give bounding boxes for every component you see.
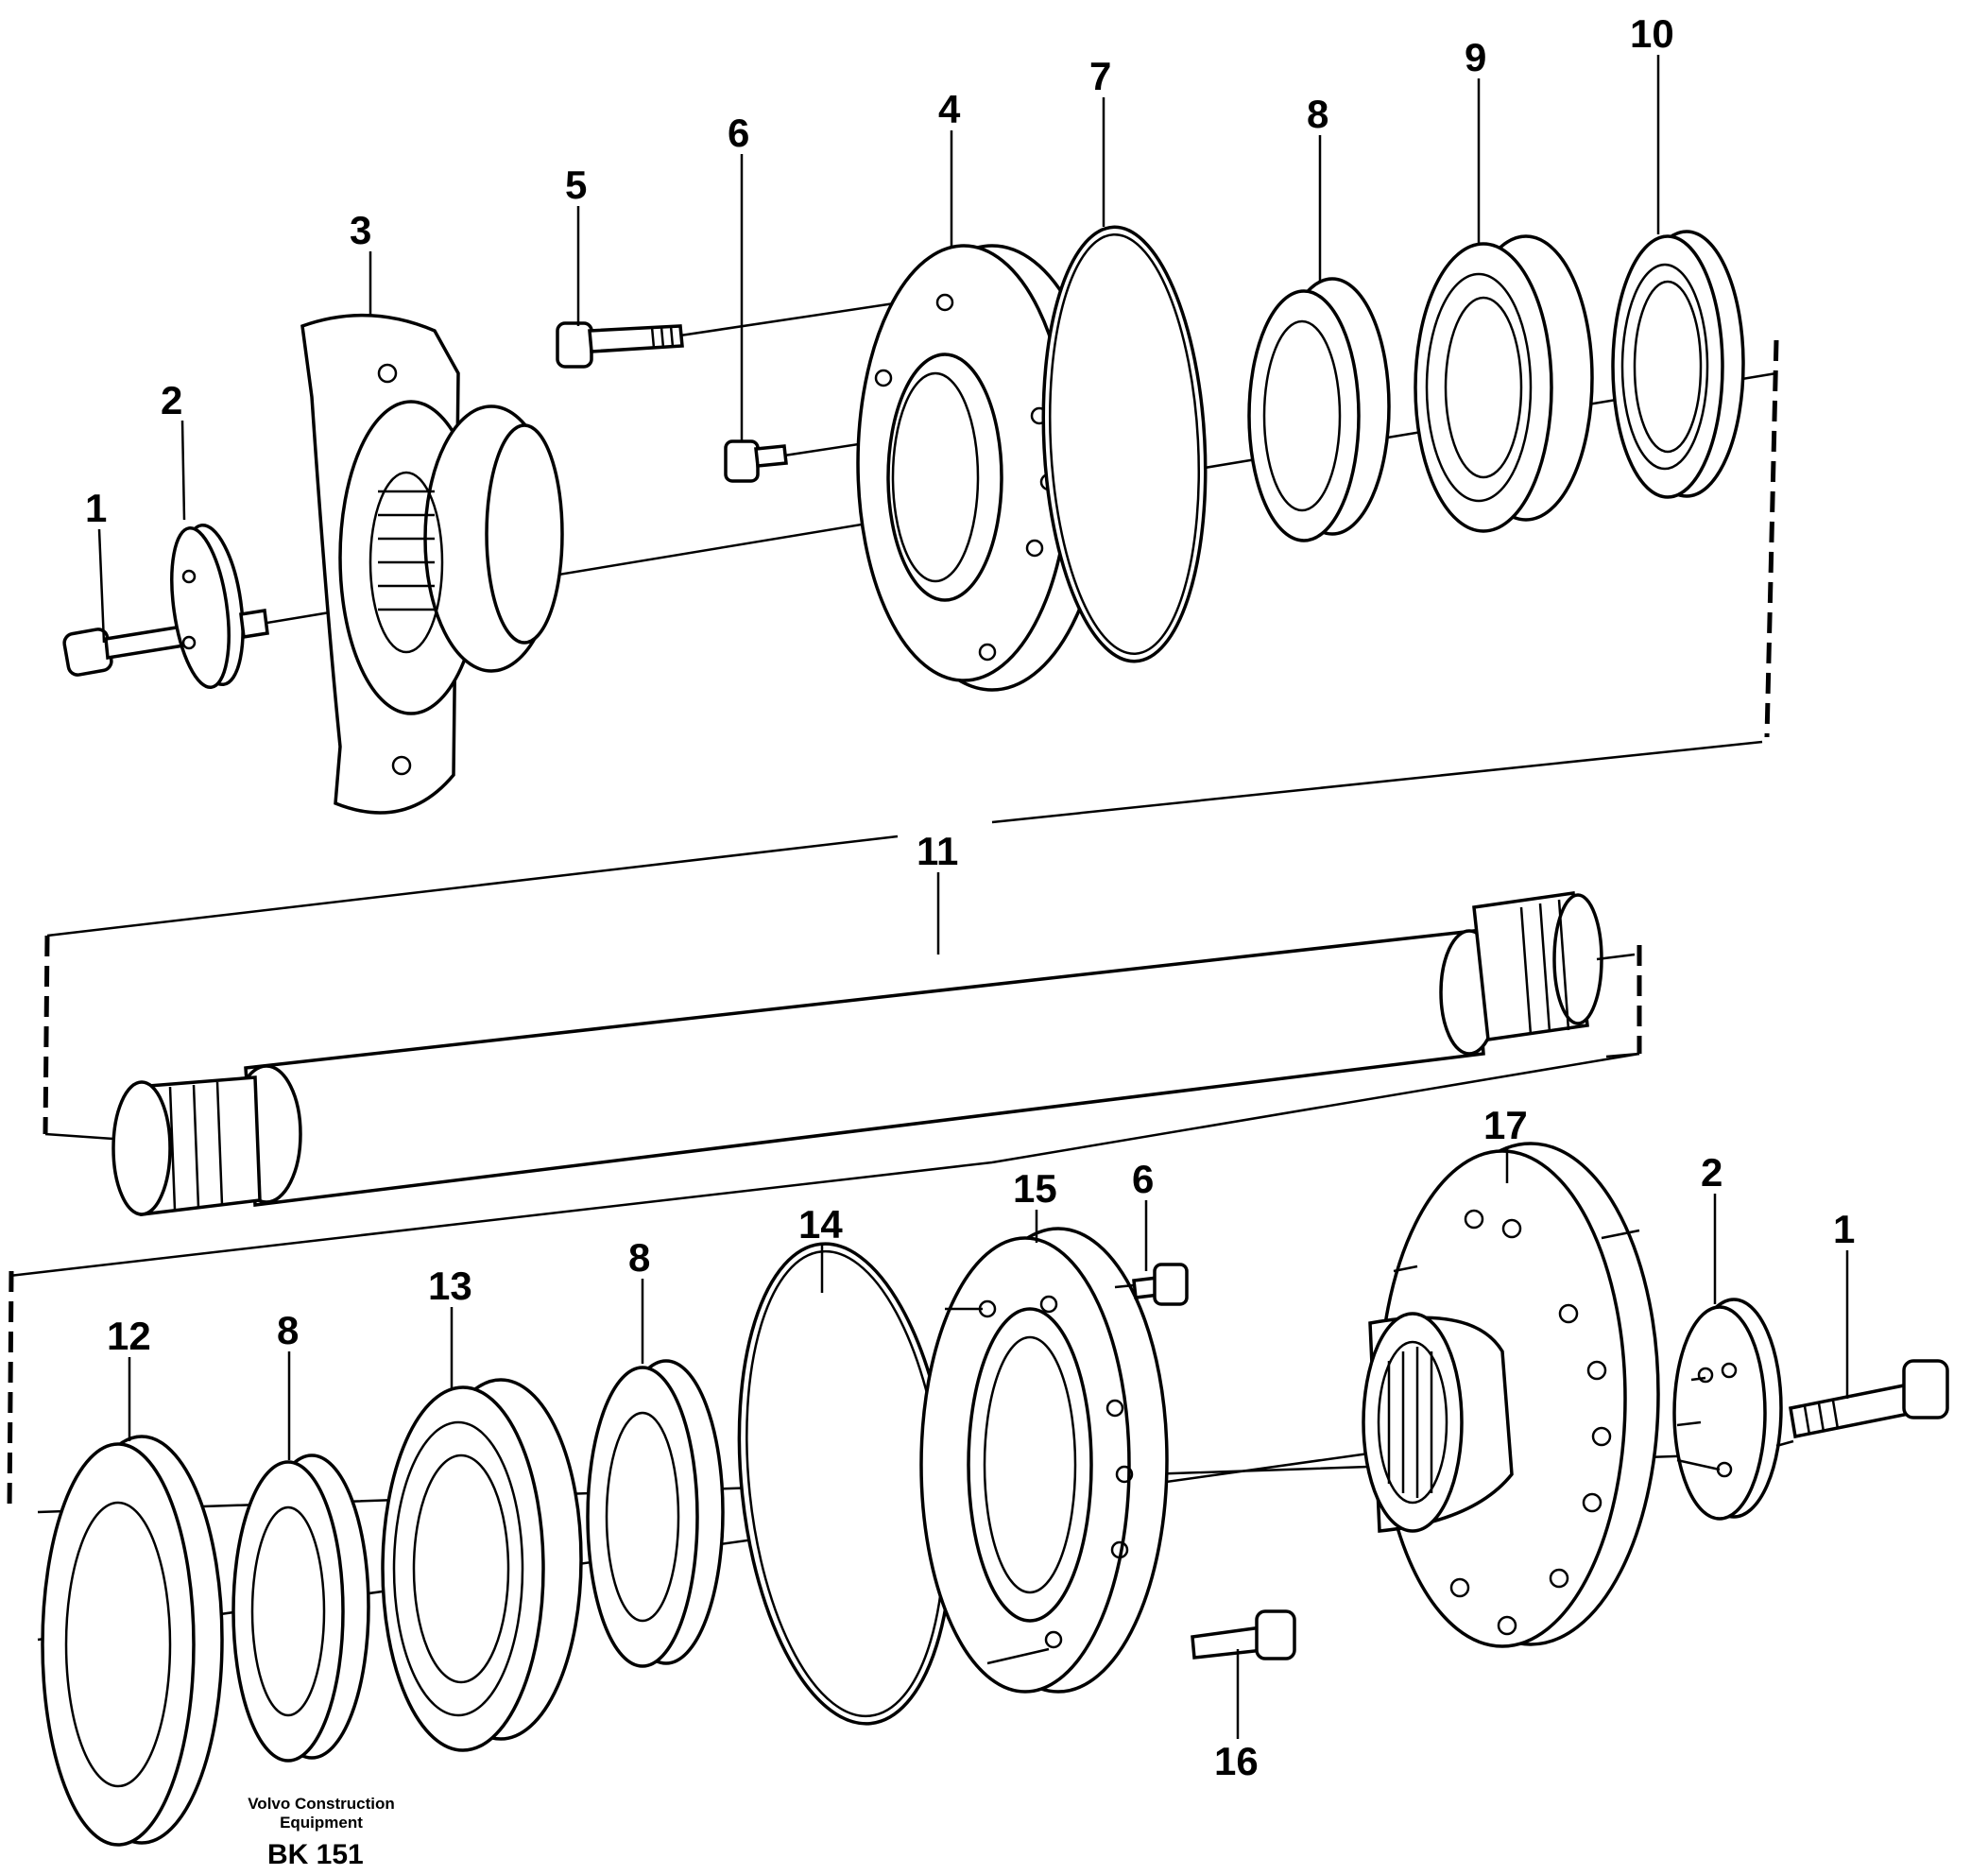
callout-6-bottom: 6: [1132, 1157, 1154, 1201]
callout-3: 3: [350, 208, 371, 252]
shaft-bottom-connector-2: [9, 1161, 993, 1278]
flange-part-17: [1362, 1142, 1660, 1648]
callout-14: 14: [798, 1202, 843, 1247]
shaft-assembly: [9, 834, 1642, 1278]
callout-8-bottom-b: 8: [628, 1235, 650, 1280]
shaft-body: [244, 929, 1485, 1207]
callout-16: 16: [1214, 1739, 1259, 1783]
callout-11: 11: [917, 829, 958, 873]
washer-part-2-bottom: [1672, 1298, 1783, 1521]
shaft-right-stub: [1596, 953, 1636, 961]
small-screw-top: [239, 608, 269, 640]
oring-part-7: [1041, 225, 1208, 663]
housing-part-15: [919, 1227, 1169, 1694]
callout-6-top: 6: [728, 111, 749, 155]
callout-17: 17: [1483, 1103, 1528, 1147]
callout-2-bottom: 2: [1701, 1150, 1722, 1195]
ring-part-8-bottom-a: [231, 1454, 370, 1763]
washer-part-2-top: [170, 523, 245, 690]
bolt-part-5: [556, 291, 965, 369]
shaft-bottom-connector: [991, 1052, 1640, 1164]
callout-15: 15: [1013, 1166, 1057, 1211]
callout-8-top: 8: [1307, 92, 1328, 136]
callout-10: 10: [1630, 11, 1674, 56]
callout-1-top: 1: [85, 486, 107, 530]
leader-2-top: [180, 420, 186, 521]
brand-line-2: Equipment: [280, 1814, 363, 1832]
shaft-left-stub: [44, 1132, 114, 1141]
dash-connector-right: [1764, 339, 1779, 738]
bottom-assembly: [7, 1142, 1949, 1847]
callouts: 1 2 3 5 6 4 7 8 9 10 11 12 8 13 8 14: [85, 11, 1855, 1783]
brand-line-1: Volvo Construction: [248, 1795, 395, 1813]
diagram-code: BK 151: [267, 1839, 364, 1870]
connector-line-right: [991, 740, 1763, 824]
top-assembly: [62, 225, 1779, 824]
bearing-part-13: [381, 1378, 583, 1752]
bolt-part-1-bottom: [1775, 1359, 1949, 1448]
callout-9: 9: [1465, 35, 1486, 79]
bolt-part-16: [1191, 1609, 1296, 1660]
dash-connector-left: [43, 935, 50, 1135]
seal-part-12: [41, 1435, 224, 1847]
seal-part-10: [1611, 230, 1745, 499]
callout-8-bottom-a: 8: [277, 1308, 299, 1352]
ring-part-8-top: [1247, 277, 1391, 542]
callout-13: 13: [428, 1264, 472, 1308]
screw-part-6-bottom: [1114, 1263, 1189, 1306]
leader-1-top: [97, 528, 106, 644]
bearing-part-9: [1414, 234, 1594, 533]
callout-7: 7: [1089, 54, 1111, 98]
screw-part-6-top: [724, 439, 884, 483]
callout-4: 4: [938, 87, 961, 131]
dash-connector-bottom-left: [7, 1270, 14, 1513]
shaft-top-connector: [46, 834, 899, 938]
callout-1-bottom: 1: [1833, 1207, 1855, 1251]
ring-part-8-bottom-b: [586, 1359, 725, 1668]
callout-12: 12: [107, 1314, 151, 1358]
yoke-part-3: [300, 313, 564, 815]
bolt-part-1-top: [62, 622, 197, 677]
callout-2-top: 2: [161, 378, 182, 422]
footer: Volvo Construction Equipment BK 151: [248, 1795, 395, 1870]
callout-5: 5: [565, 163, 587, 207]
